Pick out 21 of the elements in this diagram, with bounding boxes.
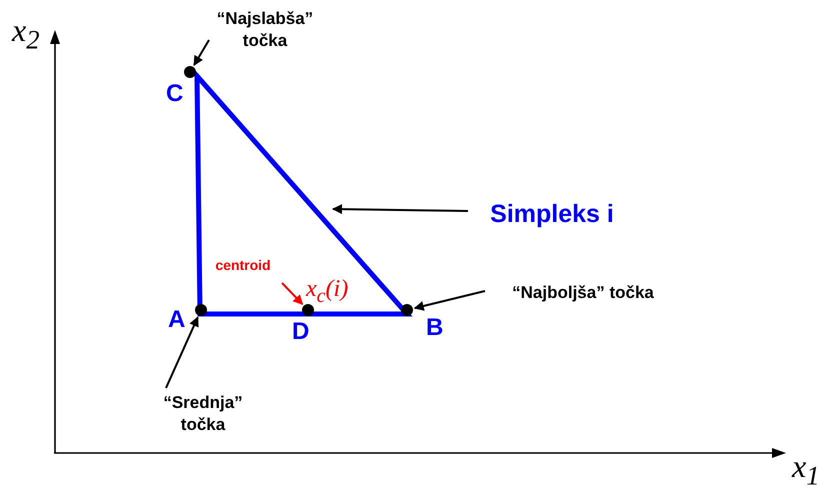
vertex-point bbox=[184, 66, 196, 78]
vertex-point bbox=[401, 304, 413, 316]
vertex-point bbox=[195, 304, 207, 316]
centroid-label: centroid bbox=[203, 256, 283, 274]
vertex-letter: B bbox=[426, 314, 444, 342]
arrow bbox=[165, 316, 199, 388]
vertex-point bbox=[302, 304, 314, 316]
simplex-label: Simpleks i bbox=[472, 198, 632, 230]
vertex-letter: C bbox=[166, 80, 184, 108]
axis-label: x$_{1}$ bbox=[792, 448, 818, 490]
arrow bbox=[281, 282, 304, 305]
arrow bbox=[414, 290, 486, 311]
arrow bbox=[193, 39, 210, 66]
centroid-symbol: x$_{c}$(i) bbox=[306, 276, 348, 308]
axis-label: x$_{2}$ bbox=[12, 12, 40, 56]
point-label: “Najslabša” točka bbox=[210, 8, 320, 52]
arrow bbox=[332, 204, 468, 214]
point-label: “Srednja” točka bbox=[148, 392, 258, 436]
vertex-letter: A bbox=[168, 306, 186, 334]
vertex-letter: D bbox=[292, 318, 310, 346]
point-label: “Najboljša” točka bbox=[488, 282, 678, 304]
